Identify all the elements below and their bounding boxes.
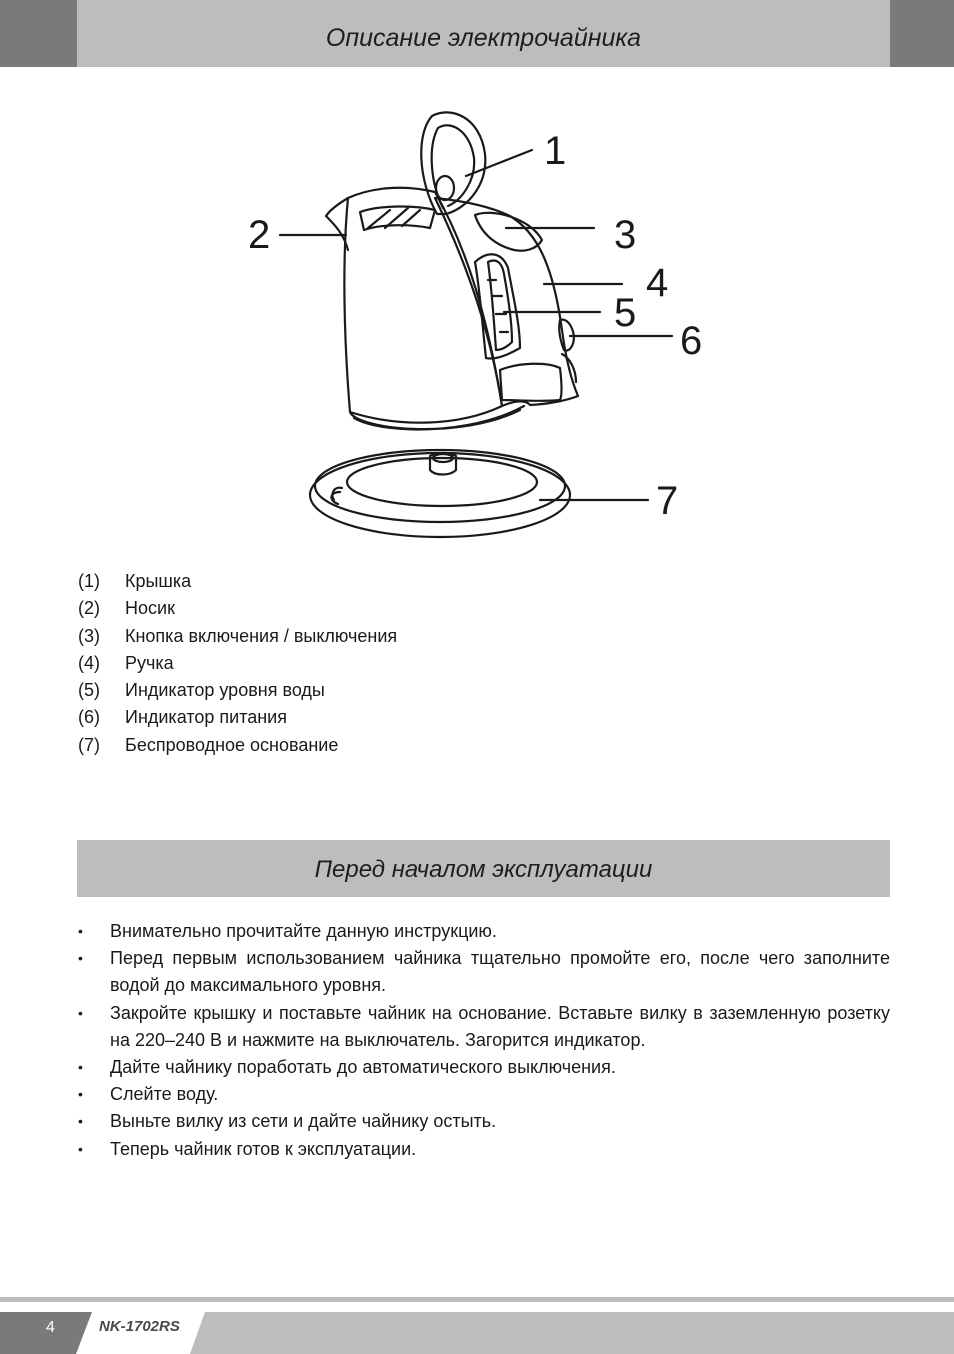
base-outer xyxy=(308,451,572,539)
footer-shapes xyxy=(0,1312,954,1354)
callout-7: 7 xyxy=(656,479,678,523)
part-number: (7) xyxy=(78,734,100,755)
callout-1: 1 xyxy=(544,129,566,173)
parts-list-item: (5) Индикатор уровня воды xyxy=(78,677,397,704)
part-number: (1) xyxy=(78,571,100,591)
section-heading: Перед началом эксплуатации xyxy=(77,840,890,897)
instruction-list: • Внимательно прочитайте данную инструкци… xyxy=(78,918,890,1163)
header-left-block xyxy=(0,0,77,67)
bullet-icon: • xyxy=(78,1140,83,1157)
part-number: (6) xyxy=(78,707,100,728)
footer-divider xyxy=(0,1297,954,1302)
parts-list-item: (3) Кнопка включения / выключения xyxy=(78,623,397,650)
part-label: Крышка xyxy=(125,571,192,591)
part-label: Индикатор питания xyxy=(125,707,287,728)
instruction-text: Выньте вилку из сети и дайте чайнику ост… xyxy=(110,1111,497,1132)
page-footer: 4 NK-1702RS xyxy=(0,1312,954,1354)
parts-list-item: (1) Крышка xyxy=(78,568,397,595)
part-label: Индикатор уровня воды xyxy=(125,680,325,701)
page-number: 4 xyxy=(46,1319,55,1336)
parts-list-item: (2) Носик xyxy=(78,595,397,622)
instruction-item: • Дайте чайнику поработать до автоматичес… xyxy=(78,1054,890,1081)
part-number: (3) xyxy=(78,625,100,646)
instruction-item: • Закройте крышку и поставьте чайник на о… xyxy=(78,1000,890,1054)
bullet-icon: • xyxy=(78,1086,83,1103)
bullet-icon: • xyxy=(78,1004,83,1021)
kettle-spout-shape xyxy=(324,196,350,252)
part-label: Носик xyxy=(125,598,175,619)
header-middle-block xyxy=(77,0,890,67)
base-inner xyxy=(345,456,539,508)
power-button-shape xyxy=(473,211,544,252)
instruction-text: Внимательно прочитайте данную инструкцию… xyxy=(110,921,497,941)
header-bar: Описание электрочайника xyxy=(0,0,954,67)
part-label: Кнопка включения / выключения xyxy=(125,625,398,646)
kettle-bottom-ring xyxy=(348,404,526,431)
instruction-text: Закройте крышку и поставьте чайник на ос… xyxy=(110,1002,890,1050)
instruction-text: Дайте чайнику поработать до автоматическ… xyxy=(110,1057,616,1078)
parts-list-item: (7) Беспроводное основание xyxy=(78,732,397,759)
instruction-item: • Слейте воду. xyxy=(78,1081,890,1108)
callout-6: 6 xyxy=(680,319,702,363)
callout-2: 2 xyxy=(248,213,270,257)
bullet-icon: • xyxy=(78,1059,83,1076)
callout-5: 5 xyxy=(614,291,636,335)
model-name: NK-1702RS xyxy=(99,1318,180,1335)
instruction-item: • Перед первым использованием чайника тща… xyxy=(78,945,890,999)
parts-list-item: (4) Ручка xyxy=(78,650,397,677)
instruction-text: Теперь чайник готов к эксплуатации. xyxy=(110,1138,417,1159)
callout-3: 3 xyxy=(614,213,636,257)
kettle-handle xyxy=(433,196,580,408)
instruction-item: • Выньте вилку из сети и дайте чайнику ос… xyxy=(78,1108,890,1135)
power-indicator-shape xyxy=(558,318,576,352)
instruction-item: • Внимательно прочитайте данную инструкци… xyxy=(78,918,890,945)
kettle-diagram: 1 2 3 4 5 6 7 xyxy=(248,111,702,539)
part-label: Беспроводное основание xyxy=(125,734,339,755)
instruction-item: • Теперь чайник готов к эксплуатации. xyxy=(78,1136,890,1163)
kettle-lid xyxy=(420,111,487,216)
bullet-icon: • xyxy=(78,923,83,939)
part-number: (5) xyxy=(78,680,100,701)
page-title: Описание электрочайника xyxy=(325,24,642,52)
part-number: (4) xyxy=(78,652,100,673)
part-number: (2) xyxy=(78,598,100,619)
callout-line-1 xyxy=(464,148,534,178)
header-right-block xyxy=(890,0,954,67)
instruction-text: Перед первым использованием чайника тщат… xyxy=(110,948,890,996)
bullet-icon: • xyxy=(78,1113,83,1130)
parts-list-item: (6) Индикатор питания xyxy=(78,704,397,731)
instruction-text: Слейте воду. xyxy=(110,1084,219,1105)
part-label: Ручка xyxy=(125,652,174,673)
callout-4: 4 xyxy=(646,261,668,305)
parts-list: (1) Крышка (2) Носик (3) Кнопка включения /… xyxy=(78,568,397,759)
bullet-icon: • xyxy=(78,950,83,967)
kettle-rim xyxy=(358,205,437,232)
